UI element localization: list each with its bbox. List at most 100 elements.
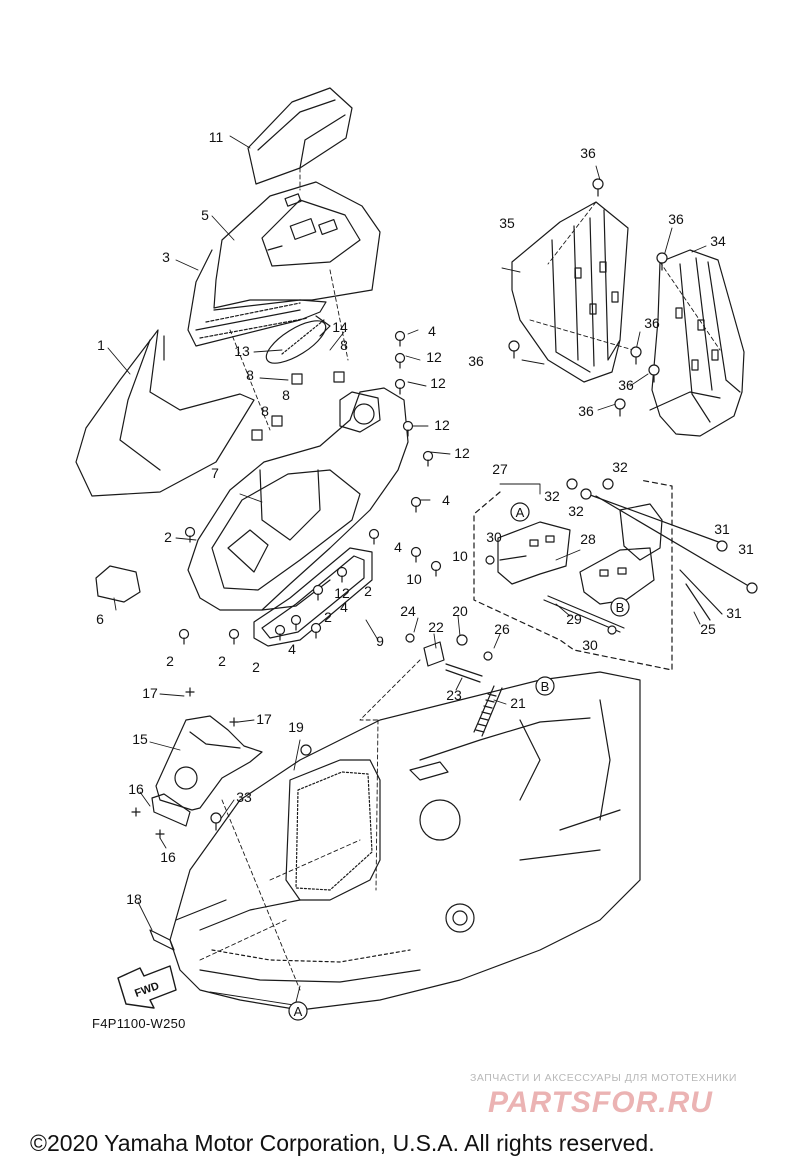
ref-marker-a-top: A (516, 505, 525, 520)
part-21-spring (473, 685, 503, 737)
callout-21: 21 (510, 695, 526, 711)
screw (368, 528, 380, 545)
callout-36: 36 (644, 315, 660, 331)
callout-4: 4 (428, 323, 436, 339)
screw (336, 566, 348, 583)
screw (580, 488, 592, 500)
callout-29: 29 (566, 611, 582, 627)
callout-8: 8 (340, 337, 348, 353)
callout-22: 22 (428, 619, 444, 635)
screw (228, 628, 240, 645)
part-5-hood (213, 181, 381, 309)
callout-32: 32 (544, 488, 560, 504)
screw (410, 546, 422, 563)
screw (746, 582, 758, 594)
callout-8: 8 (261, 403, 269, 419)
screw (630, 346, 642, 365)
part-6-pad (95, 565, 141, 603)
callout-12: 12 (434, 417, 450, 433)
screw (405, 633, 415, 643)
callout-12: 12 (334, 585, 350, 601)
callout-36: 36 (668, 211, 684, 227)
callout-35: 35 (499, 215, 515, 231)
fwd-arrow-icon (117, 965, 177, 1009)
callout-2: 2 (252, 659, 260, 675)
callout-8: 8 (282, 387, 290, 403)
callout-12: 12 (426, 349, 442, 365)
screw (430, 560, 442, 577)
screw (410, 496, 422, 513)
screw (402, 420, 414, 437)
part-18-plate (149, 929, 175, 951)
callout-30: 30 (486, 529, 502, 545)
screw (394, 352, 406, 369)
clip (229, 717, 239, 727)
screw (422, 450, 434, 467)
callout-25: 25 (700, 621, 716, 637)
part-11-top-cover (247, 87, 353, 185)
callout-23: 23 (446, 687, 462, 703)
callout-12: 12 (430, 375, 446, 391)
screw (456, 634, 468, 646)
part-35-side-cover (511, 201, 629, 383)
callout-11: 11 (209, 129, 224, 145)
callout-9: 9 (376, 633, 384, 649)
ref-marker-b-top: B (616, 600, 625, 615)
screw (607, 625, 617, 635)
part-1-side-panel (75, 329, 255, 497)
ref-marker-a-bottom: A (294, 1004, 303, 1019)
callout-36: 36 (578, 403, 594, 419)
callout-4: 4 (394, 539, 402, 555)
callout-32: 32 (568, 503, 584, 519)
callout-19: 19 (288, 719, 304, 735)
callout-2: 2 (166, 653, 174, 669)
callout-36: 36 (580, 145, 596, 161)
callout-27: 27 (492, 461, 508, 477)
callout-36: 36 (618, 377, 634, 393)
clip (131, 807, 141, 817)
screw (716, 540, 728, 552)
screw (394, 330, 406, 347)
callout-33: 33 (236, 789, 252, 805)
callout-8: 8 (246, 367, 254, 383)
callout-labels: 11 5 3 1 14 13 8 8 8 8 4 12 12 12 12 4 7… (96, 129, 754, 907)
part-15-steering-cover (151, 715, 263, 827)
copyright-notice: ©2020 Yamaha Motor Corporation, U.S.A. A… (30, 1130, 655, 1156)
callout-3: 3 (162, 249, 170, 265)
callout-4: 4 (288, 641, 296, 657)
screw (184, 526, 196, 543)
callout-32: 32 (612, 459, 628, 475)
assembly-lines (199, 167, 721, 991)
callout-20: 20 (452, 603, 468, 619)
screw (483, 651, 493, 661)
callout-31: 31 (714, 521, 730, 537)
callout-17: 17 (256, 711, 272, 727)
callout-5: 5 (201, 207, 209, 223)
callout-14: 14 (332, 319, 348, 335)
callout-13: 13 (234, 343, 250, 359)
callout-2: 2 (324, 609, 332, 625)
part-13-strap (265, 315, 331, 364)
part-3-vent-grille (187, 249, 327, 347)
screw (614, 398, 626, 417)
part-27-group-box (473, 479, 673, 671)
screw (178, 628, 190, 645)
screw (648, 364, 660, 383)
callout-15: 15 (132, 731, 148, 747)
part-7-deck-frame (187, 387, 409, 611)
part-28-bracket (497, 521, 571, 585)
clip (185, 687, 195, 697)
callout-24: 24 (400, 603, 416, 619)
rods (543, 491, 753, 633)
screw (566, 478, 578, 490)
part-34-side-cover (649, 249, 745, 437)
screw (508, 340, 520, 359)
screw (310, 622, 322, 639)
callout-17: 17 (142, 685, 158, 701)
screw (290, 614, 302, 631)
callout-4: 4 (340, 599, 348, 615)
screw (300, 744, 312, 756)
callout-31: 31 (726, 605, 742, 621)
fasteners (131, 178, 758, 839)
